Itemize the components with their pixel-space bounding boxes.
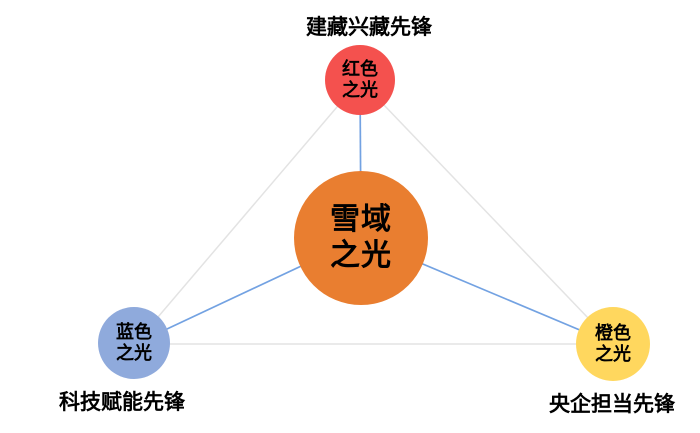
bottom-left-node-label-line2: 之光	[116, 343, 152, 363]
title-bottom-left-pioneer: 科技赋能先锋	[59, 391, 185, 414]
top-node-label-line1: 红色	[342, 59, 378, 79]
title-top-pioneer: 建藏兴藏先锋	[306, 16, 432, 39]
bottom-right-node-orange-light: 橙色 之光	[576, 307, 650, 381]
center-node-label-line1: 雪域	[330, 203, 392, 236]
center-node-snow-light: 雪域 之光	[294, 171, 428, 305]
bottom-right-node-label-line1: 橙色	[595, 323, 631, 343]
top-node-label-line2: 之光	[342, 80, 378, 100]
edge-top-to-right	[359, 79, 614, 345]
bottom-left-node-label-line1: 蓝色	[116, 322, 152, 342]
bottom-right-node-label-line2: 之光	[595, 344, 631, 364]
top-node-red-light: 红色 之光	[325, 45, 395, 115]
center-node-label-line2: 之光	[330, 239, 392, 272]
bottom-left-node-blue-light: 蓝色 之光	[98, 307, 170, 379]
title-bottom-right-pioneer: 央企担当先锋	[549, 393, 675, 416]
edge-top-to-left	[134, 79, 361, 345]
